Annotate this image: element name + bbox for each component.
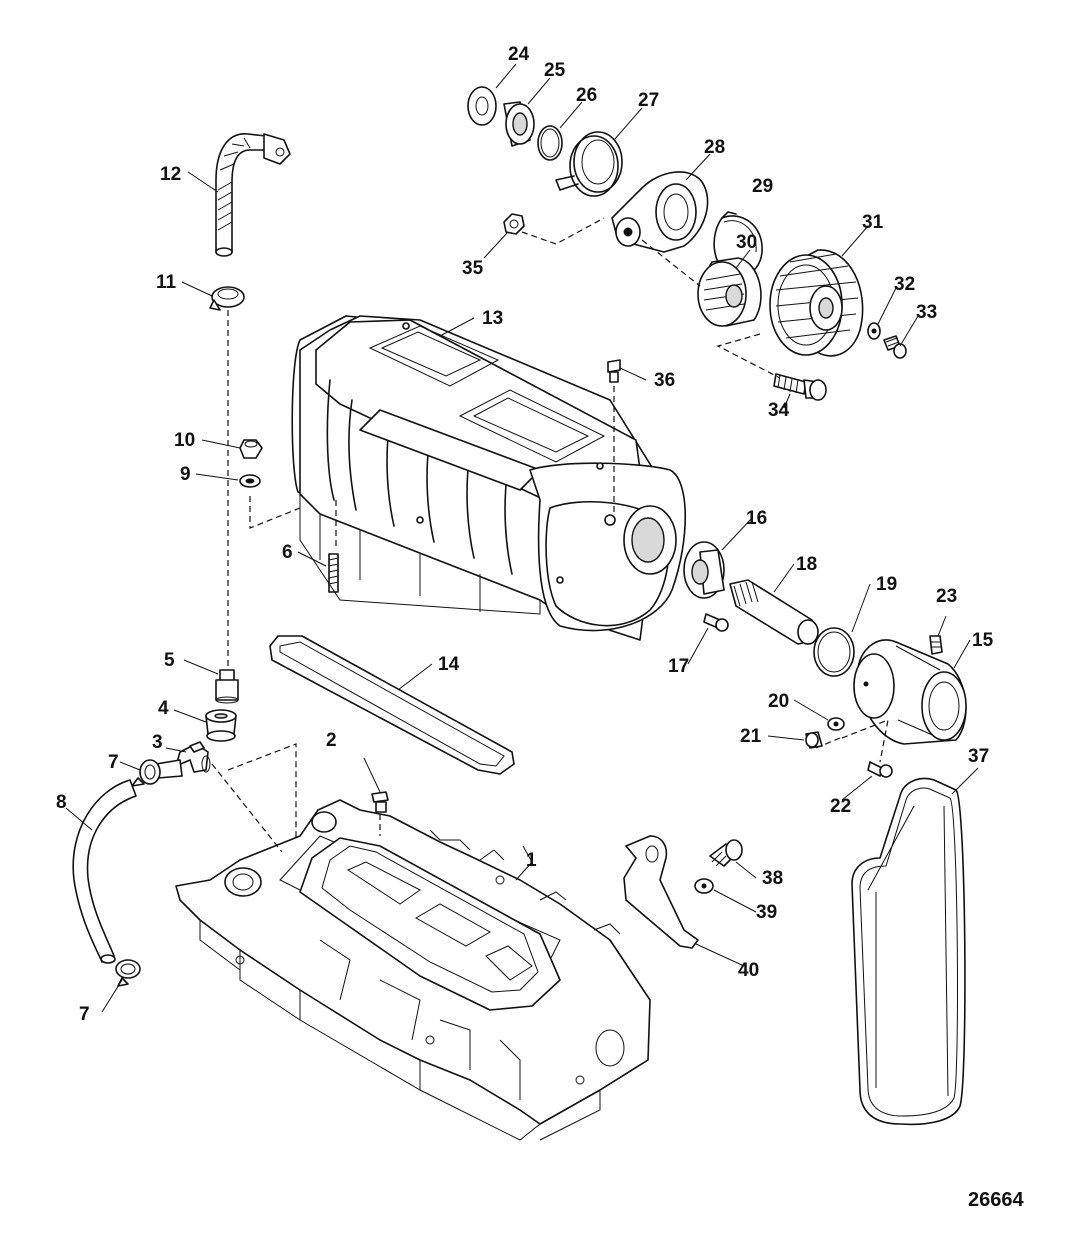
callout-7-upper: 7 [108,752,119,773]
part-33-screw [883,335,907,359]
callout-13: 13 [482,308,503,329]
part-12-hose [215,133,291,257]
part-4-grommet [205,709,237,742]
callouts: 1 2 3 4 5 6 7 7 8 9 10 11 12 13 14 15 16… [56,44,994,1025]
callout-29: 29 [752,176,773,197]
callout-35: 35 [462,258,484,279]
callout-19: 19 [876,574,897,595]
part-1-intake-manifold [175,799,651,1141]
part-19-o-ring [813,627,855,677]
callout-31: 31 [862,212,884,233]
leader-lines [65,63,979,1013]
part-2-screw [371,791,389,813]
part-15-coupler-housing [853,639,967,745]
callout-2: 2 [326,730,337,751]
callout-26: 26 [576,85,597,106]
part-16-bearing-plate [683,541,725,599]
part-10-nut [239,439,263,459]
part-14-gasket [269,635,515,775]
callout-14: 14 [438,654,460,675]
part-27-spring [555,131,623,197]
callout-21: 21 [740,726,762,747]
callout-12: 12 [160,164,181,185]
part-9-washer [239,474,261,488]
callout-16: 16 [746,508,767,529]
part-36-fitting [607,359,621,383]
callout-24: 24 [508,44,530,65]
part-35-nut [503,213,525,235]
callout-37: 37 [968,746,989,767]
callout-28: 28 [704,137,725,158]
part-20-washer [827,717,845,731]
part-11-clamp [209,286,245,311]
callout-17: 17 [668,656,689,677]
part-28-tensioner-arm [611,171,709,253]
part-40-bracket [623,835,699,949]
callout-40: 40 [738,960,759,981]
part-25-bearing [503,101,535,147]
part-22-screw [867,761,893,778]
callout-30: 30 [736,232,757,253]
part-30-idler-pulley [697,257,762,327]
part-5-fitting [215,669,239,704]
callout-18: 18 [796,554,817,575]
part-8-hose [72,779,137,964]
callout-34: 34 [768,400,790,421]
part-32-washer [867,322,881,340]
part-13-supercharger-housing [291,315,687,641]
part-37-drive-belt [851,777,966,1126]
callout-38: 38 [762,868,783,889]
callout-3: 3 [152,732,163,753]
part-7-clamp-lower [115,959,141,987]
callout-8: 8 [56,792,67,813]
part-23-fitting [929,635,943,655]
callout-10: 10 [174,430,195,451]
part-21-cap [805,731,823,749]
figure-reference-number: 26664 [968,1189,1024,1211]
callout-32: 32 [894,274,915,295]
callout-20: 20 [768,691,789,712]
callout-36: 36 [654,370,675,391]
callout-27: 27 [638,90,659,111]
part-18-shaft [729,579,819,645]
callout-7-lower: 7 [79,1004,90,1025]
callout-5: 5 [164,650,175,671]
part-7-clamp-upper [131,759,161,787]
callout-9: 9 [180,464,191,485]
assembly-lines [211,217,889,853]
callout-6: 6 [282,542,293,563]
part-34-bolt [773,373,827,401]
callout-15: 15 [972,630,994,651]
part-24-washer [467,86,497,126]
callout-23: 23 [936,586,957,607]
part-17-screw [703,613,729,632]
callout-1: 1 [526,850,537,871]
part-26-o-ring [537,125,563,161]
callout-33: 33 [916,302,937,323]
part-39-washer [694,878,714,894]
part-6-stud [328,553,339,593]
callout-39: 39 [756,902,777,923]
part-38-bolt [709,839,743,867]
part-31-drive-pulley [769,249,864,357]
callout-25: 25 [544,60,566,81]
callout-11: 11 [156,272,177,293]
callout-22: 22 [830,796,851,817]
callout-4: 4 [158,698,169,719]
part-3-elbow-fitting [155,741,211,779]
